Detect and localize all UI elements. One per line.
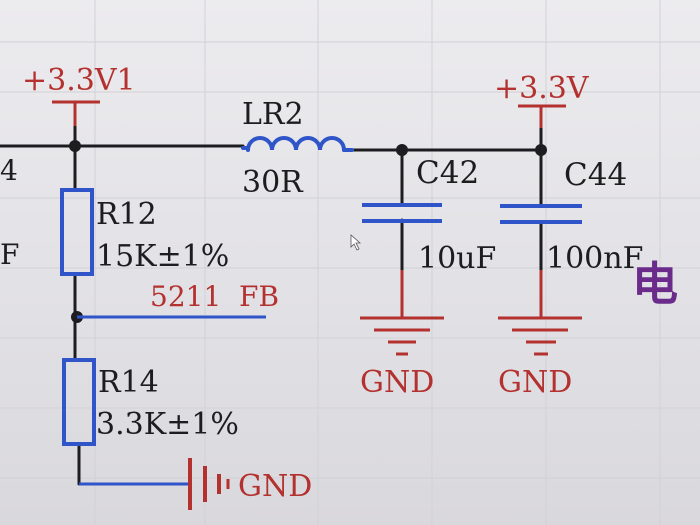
ground-symbol-c44 xyxy=(498,270,582,356)
ground-symbol-c42 xyxy=(360,270,444,356)
c44-ref: C44 xyxy=(564,157,627,193)
resistor-r12[interactable] xyxy=(60,188,94,276)
power-symbol-left[interactable] xyxy=(52,100,100,126)
c42-value: 10uF xyxy=(418,241,496,276)
inductor-lr2[interactable] xyxy=(241,136,354,152)
power-label-left: +3.3V1 xyxy=(22,63,136,98)
junction-dot-c42 xyxy=(396,144,408,156)
gnd-label-bottom: GND xyxy=(238,469,312,504)
resistor-r14[interactable] xyxy=(62,358,96,446)
inductor-value: 30R xyxy=(242,165,304,200)
junction-dots xyxy=(69,140,547,323)
r12-value: 15K±1% xyxy=(96,239,229,274)
capacitor-c42[interactable] xyxy=(362,203,442,223)
c44-value: 100nF xyxy=(546,241,643,276)
fb-net-label: 5211 FB xyxy=(150,280,279,313)
r14-value: 3.3K±1% xyxy=(96,407,239,442)
c42-ref: C42 xyxy=(416,155,479,191)
gnd-label-c42: GND xyxy=(360,365,434,400)
junction-dot-top-left xyxy=(69,140,81,152)
left-label-fragment: F xyxy=(0,238,19,271)
cut-off-chinese-text: 电 xyxy=(632,257,678,311)
ground-symbol-bottom xyxy=(79,458,230,510)
inductor-ref: LR2 xyxy=(242,97,304,132)
junction-dot-c44 xyxy=(535,144,547,156)
r12-ref: R12 xyxy=(96,197,157,232)
power-symbol-right[interactable] xyxy=(518,104,566,128)
power-label-right: +3.3V xyxy=(494,71,590,106)
left-net-fragment: 4 xyxy=(0,154,18,187)
gnd-label-c44: GND xyxy=(498,365,572,400)
r14-ref: R14 xyxy=(98,365,159,400)
mouse-cursor-icon xyxy=(350,234,362,251)
capacitor-c44[interactable] xyxy=(500,204,582,224)
